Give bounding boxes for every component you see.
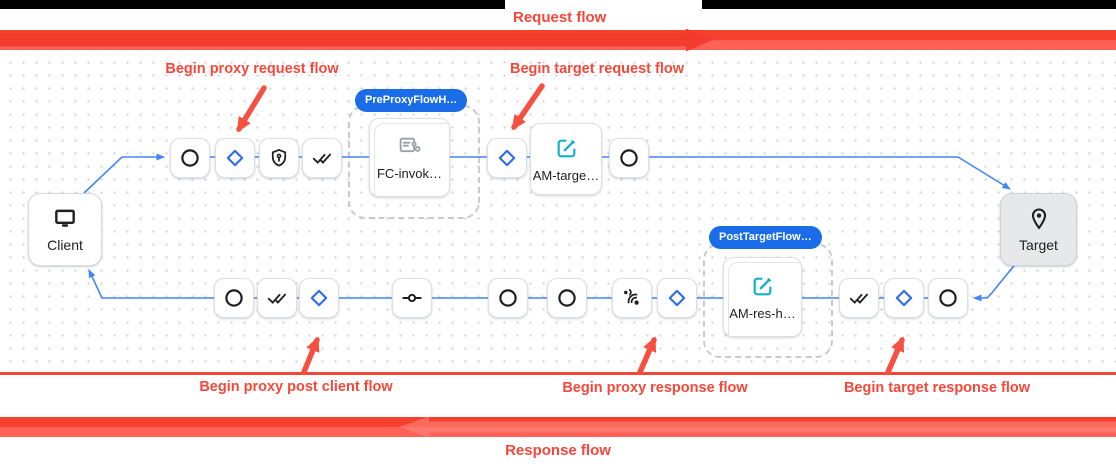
target-label: Target bbox=[1019, 237, 1058, 253]
target-request-end-node[interactable] bbox=[609, 138, 649, 178]
pre-proxy-flow-hook-badge[interactable]: PreProxyFlowH… bbox=[355, 89, 468, 112]
target-request-flow-hook-node[interactable] bbox=[487, 138, 527, 178]
response-annotation-line bbox=[0, 372, 1116, 375]
response-circle-node-2[interactable] bbox=[547, 278, 587, 318]
circle-icon bbox=[225, 289, 243, 307]
diamond-icon bbox=[895, 289, 913, 307]
circle-icon bbox=[181, 149, 199, 167]
diamond-icon bbox=[498, 149, 516, 167]
begin-proxy-response-label: Begin proxy response flow bbox=[562, 380, 748, 396]
proxy-request-flow-hook-node[interactable] bbox=[215, 138, 255, 178]
am-target-label: AM-targe… bbox=[532, 167, 600, 183]
diamond-icon bbox=[226, 149, 244, 167]
signal-waves-icon bbox=[624, 289, 639, 305]
proxy-response-flow-hook-node[interactable] bbox=[657, 278, 697, 318]
target-response-start-node[interactable] bbox=[928, 278, 968, 318]
signal-policy-node[interactable] bbox=[612, 278, 652, 318]
target-response-done-all-node[interactable] bbox=[839, 278, 879, 318]
security-policy-node[interactable] bbox=[259, 138, 299, 178]
location-pin-icon bbox=[1031, 208, 1046, 230]
begin-target-response-label: Begin target response flow bbox=[843, 380, 1031, 396]
desktop-monitor-icon bbox=[55, 209, 75, 227]
target-response-flow-hook-node[interactable] bbox=[884, 278, 924, 318]
response-flow-label: Response flow bbox=[505, 442, 611, 459]
am-res-header-step[interactable]: AM-res-h… bbox=[723, 257, 802, 337]
diagram-canvas bbox=[0, 50, 1116, 372]
post-target-flow-hook-badge[interactable]: PostTargetFlow… bbox=[709, 226, 822, 249]
begin-proxy-post-client-label: Begin proxy post client flow bbox=[199, 379, 393, 395]
line-circle-connector-icon bbox=[402, 293, 422, 303]
target-endpoint[interactable]: Target bbox=[1000, 193, 1077, 266]
am-target-step[interactable]: AM-targe… bbox=[530, 123, 602, 195]
begin-proxy-request-label: Begin proxy request flow bbox=[165, 61, 339, 77]
post-client-flow-hook-node[interactable] bbox=[299, 278, 339, 318]
fc-invoke-step[interactable]: FC-invok… bbox=[369, 118, 450, 197]
double-check-icon bbox=[267, 293, 286, 304]
response-flow-bar bbox=[0, 417, 1116, 437]
request-flow-bar bbox=[0, 30, 1116, 50]
proxy-request-start-node[interactable] bbox=[170, 138, 210, 178]
fc-invoke-label: FC-invok… bbox=[376, 166, 442, 181]
proxy-response-end-node[interactable] bbox=[214, 278, 254, 318]
am-res-header-label: AM-res-h… bbox=[729, 305, 796, 321]
circle-icon bbox=[620, 149, 638, 167]
begin-target-request-label: Begin target request flow bbox=[509, 61, 685, 77]
client-endpoint[interactable]: Client bbox=[28, 193, 102, 266]
post-client-done-all-node[interactable] bbox=[257, 278, 297, 318]
flow-callout-document-icon bbox=[399, 137, 421, 153]
shield-lock-icon bbox=[271, 149, 287, 167]
double-check-icon bbox=[312, 153, 331, 164]
request-done-all-node[interactable] bbox=[302, 138, 342, 178]
client-label: Client bbox=[47, 237, 83, 253]
circle-icon bbox=[499, 289, 517, 307]
edit-square-icon bbox=[557, 139, 575, 157]
edit-square-icon bbox=[753, 277, 772, 295]
diamond-icon bbox=[310, 289, 328, 307]
circle-icon bbox=[939, 289, 957, 307]
connector-policy-node[interactable] bbox=[392, 278, 432, 318]
double-check-icon bbox=[849, 293, 868, 304]
request-flow-label: Request flow bbox=[513, 9, 607, 26]
response-circle-node-1[interactable] bbox=[488, 278, 528, 318]
request-flow-callout: Request flow bbox=[505, 0, 702, 30]
circle-icon bbox=[558, 289, 576, 307]
diamond-icon bbox=[668, 289, 686, 307]
